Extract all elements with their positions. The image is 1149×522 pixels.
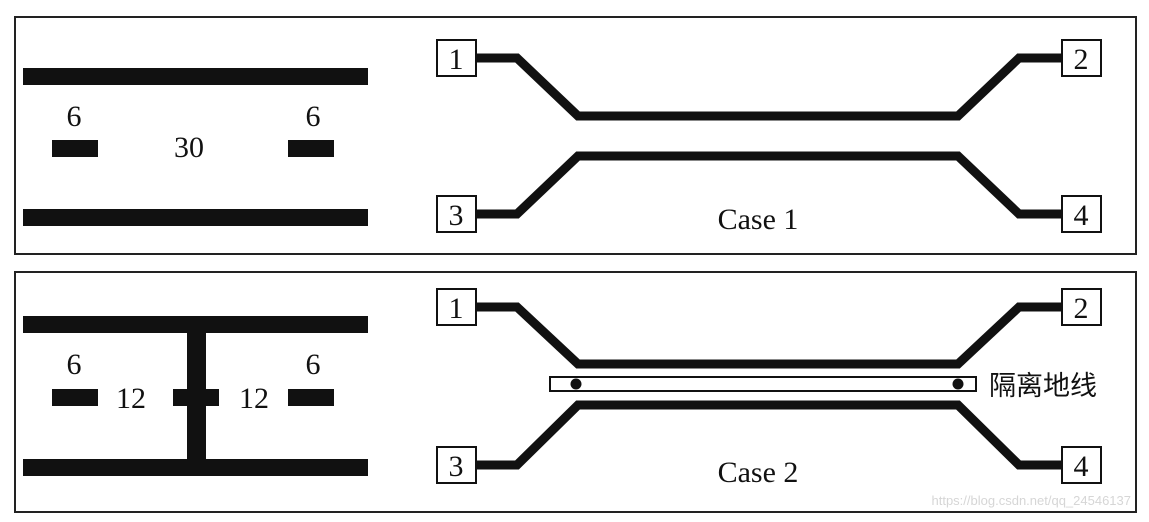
case2-top-view: 隔离地线 1 2 3 4 Case 2 xyxy=(436,288,1102,489)
case1-top-view: 1 2 3 4 Case 1 xyxy=(436,39,1102,236)
case1-cross-section: 6 30 6 xyxy=(23,68,368,226)
case2-panel: 6 12 12 6 隔离地线 1 2 3 4 Case 2 https://bl… xyxy=(14,271,1137,513)
case1-left-width-label: 6 xyxy=(67,100,82,133)
case1-bottom-plane xyxy=(23,209,368,226)
case1-right-trace xyxy=(288,140,334,157)
case2-right-width-label: 6 xyxy=(306,348,321,381)
case1-port-1-box xyxy=(436,39,477,77)
case1-right-width-label: 6 xyxy=(306,100,321,133)
case2-title: Case 2 xyxy=(718,456,799,489)
case2-trace-1-2 xyxy=(477,302,1062,369)
case2-guard-trace-cross-section xyxy=(173,389,219,406)
case1-spacing-label: 30 xyxy=(174,131,204,164)
case2-left-width-label: 6 xyxy=(67,348,82,381)
case2-port-2-label: 2 xyxy=(1074,292,1089,325)
case1-port-2-box xyxy=(1061,39,1102,77)
case1-left-trace xyxy=(52,140,98,157)
case1-port-3-label: 3 xyxy=(449,199,464,232)
case2-left-trace xyxy=(52,389,98,406)
case2-guard-via-left xyxy=(570,378,582,390)
case1-port-4-label: 4 xyxy=(1074,199,1089,232)
case2-trace-3-4 xyxy=(477,400,1062,470)
case1-top-plane xyxy=(23,68,368,85)
case2-port-3-box xyxy=(436,446,477,484)
case1-port-2-label: 2 xyxy=(1074,43,1089,76)
case2-port-4-label: 4 xyxy=(1074,450,1089,483)
case2-guard-via-right xyxy=(952,378,964,390)
case2-guard-trace-label: 隔离地线 xyxy=(989,371,1097,402)
case1-port-4-box xyxy=(1061,195,1102,233)
case2-right-trace xyxy=(288,389,334,406)
case2-guard-trace xyxy=(549,376,977,392)
case1-port-1-label: 1 xyxy=(449,43,464,76)
case1-trace-3-4 xyxy=(477,151,1062,219)
case2-frame xyxy=(14,271,1137,513)
case1-trace-1-2 xyxy=(477,53,1062,121)
case2-port-1-label: 1 xyxy=(449,292,464,325)
case1-title: Case 1 xyxy=(718,203,799,236)
case2-cross-section: 6 12 12 6 xyxy=(23,316,368,476)
case2-left-spacing-label: 12 xyxy=(116,382,146,415)
case1-frame xyxy=(14,16,1137,255)
case2-right-spacing-label: 12 xyxy=(239,382,269,415)
case2-port-2-box xyxy=(1061,288,1102,326)
case2-port-1-box xyxy=(436,288,477,326)
case1-port-3-box xyxy=(436,195,477,233)
watermark: https://blog.csdn.net/qq_24546137 xyxy=(932,493,1132,508)
case2-port-3-label: 3 xyxy=(449,450,464,483)
case2-port-4-box xyxy=(1061,446,1102,484)
case1-panel: 6 30 6 1 2 3 4 Case 1 xyxy=(14,16,1137,255)
